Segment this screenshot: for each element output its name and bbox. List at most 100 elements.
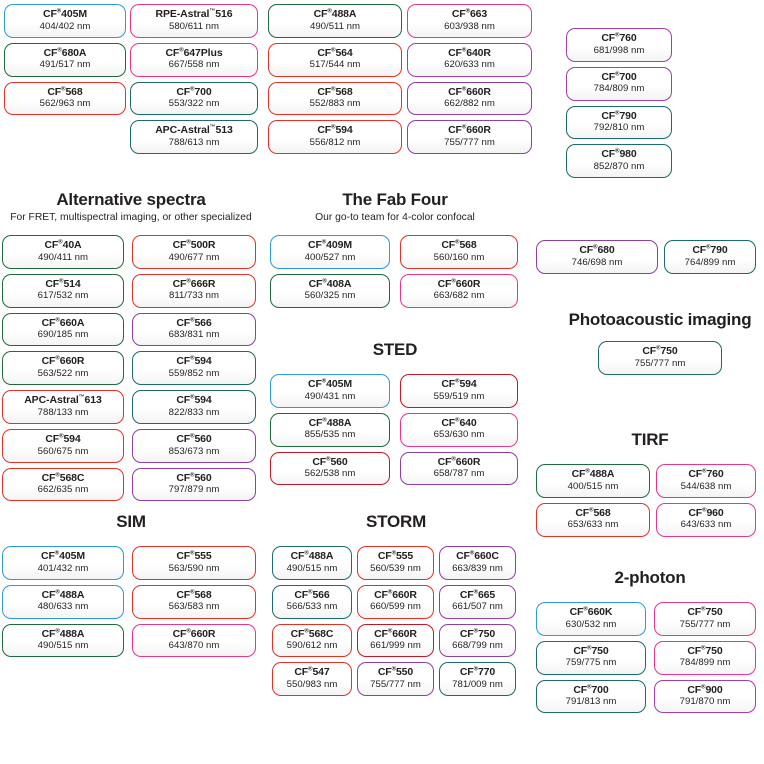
dye-name: CF®666R [172,277,216,290]
dye-name: CF®660R [437,277,481,290]
dye-name: CF®700 [573,683,609,696]
dye-name: CF®660R [437,455,481,468]
dye-excitation-emission: 401/432 nm [37,562,89,574]
dye-name: CF®760 [688,468,724,480]
dye-excitation-emission: 544/638 nm [680,480,732,492]
dye-name: CF®555 [176,550,212,562]
dye-excitation-emission: 490/677 nm [168,251,220,263]
dye-name: CF®488A [41,627,85,640]
dye-name: CF®660A [41,316,85,329]
section-subtitle: For FRET, multispectral imaging, or othe… [10,212,252,223]
dye-name: CF®560 [176,432,212,445]
dye-excitation-emission: 643/870 nm [168,640,220,652]
dye-excitation-emission: 490/511 nm [310,20,360,32]
section-title: Photoacoustic imaging [568,310,752,329]
dye-excitation-emission: 590/612 nm [286,640,338,652]
dye-name: CF®408A [308,277,352,290]
dye-name: CF®560 [176,471,212,484]
dye-excitation-emission: 563/590 nm [168,562,220,574]
